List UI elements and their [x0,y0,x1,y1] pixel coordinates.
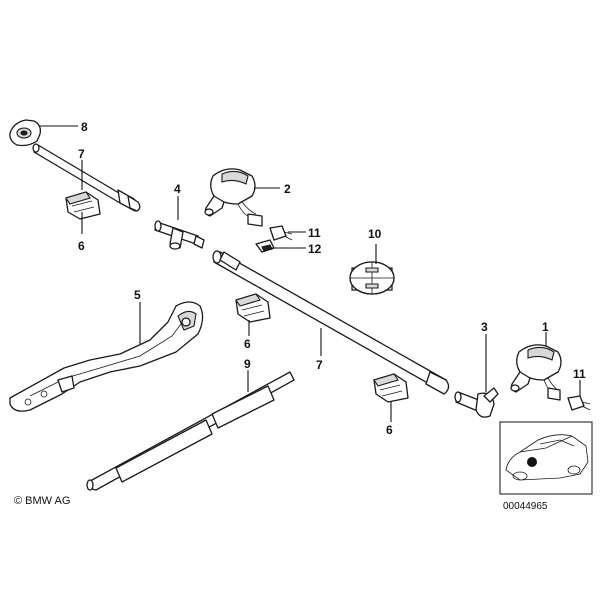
callout-10: 10 [368,227,382,241]
diagram-number: 00044965 [503,501,548,512]
locator-dot [527,457,537,467]
part-3-elbow-connector [454,387,499,418]
callout-8: 8 [81,120,88,134]
callout-6-lower: 6 [386,423,393,437]
part-2-washer-nozzle [204,168,263,227]
callout-4: 4 [174,182,181,196]
leader-lines [40,125,581,422]
callout-7-upper: 7 [78,147,85,161]
callout-numbers: 8 7 6 4 2 11 12 10 5 6 7 9 6 3 1 11 [78,120,586,437]
copyright-text: © BMW AG [14,495,71,507]
part-6-clip-middle [235,293,271,323]
part-4-t-connector [154,220,205,250]
part-5-bracket [9,301,204,412]
part-6-clip-lower [373,373,409,403]
callout-5: 5 [134,288,141,302]
callout-6-upper: 6 [78,239,85,253]
part-7-tube-lower [212,250,450,395]
part-11-plug-lower [567,395,591,411]
callout-9: 9 [244,357,251,371]
callout-11-upper: 11 [308,226,321,240]
callout-1: 1 [542,320,549,334]
part-8-grommet [9,119,42,147]
car-outline-icon [505,434,589,481]
callout-6-middle: 6 [244,337,251,351]
part-11-plug-upper [269,225,293,241]
part-10-grommet [349,261,395,295]
part-6-clip-upper [65,191,101,220]
callout-12: 12 [308,242,322,256]
callout-3: 3 [481,320,488,334]
part-9-spiral-cable [86,371,295,491]
locator-inset [499,421,593,495]
part-7-tube-upper [32,143,141,212]
callout-11-lower: 11 [573,367,586,381]
part-1-washer-nozzle [510,344,562,401]
part-12-clip [255,239,275,253]
callout-7-lower: 7 [316,358,323,372]
callout-2: 2 [284,182,291,196]
